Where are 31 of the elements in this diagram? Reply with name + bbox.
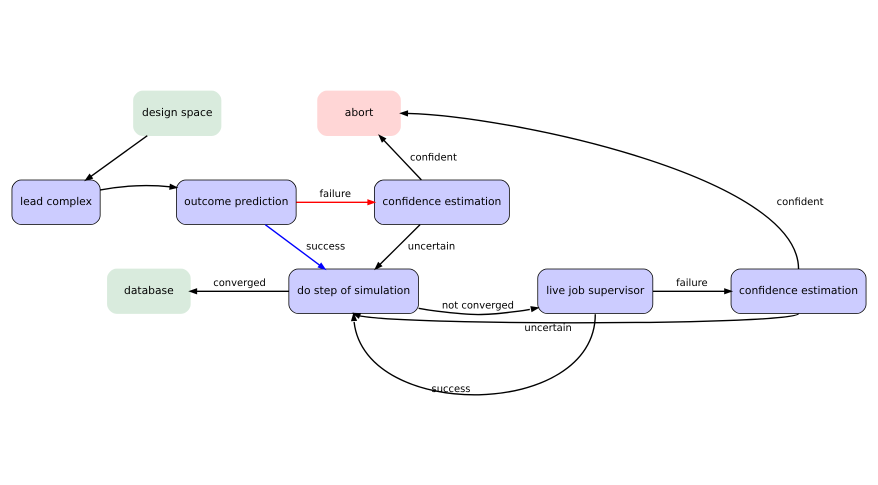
arrow — [399, 110, 800, 269]
edge-label: not converged — [442, 300, 514, 311]
arrow — [264, 224, 326, 270]
edge-label: uncertain — [408, 240, 456, 252]
edge-label: confident — [410, 152, 457, 163]
node-box: lead complex — [12, 179, 101, 224]
edge-label: converged — [213, 278, 266, 289]
arrow — [84, 134, 148, 181]
arrow — [188, 288, 289, 294]
node-box: outcome prediction — [176, 179, 297, 224]
arrow — [350, 312, 596, 395]
edge-label: uncertain — [524, 322, 572, 334]
node-box: design space — [133, 90, 222, 136]
arrow — [374, 224, 421, 270]
node-box: database — [107, 268, 191, 314]
edge-label: success — [306, 240, 346, 252]
arrow — [100, 183, 178, 190]
arrow — [418, 306, 540, 315]
edge-label: failure — [320, 188, 352, 200]
edge-label: failure — [676, 278, 708, 289]
node-box: abort — [317, 90, 401, 136]
node-box: do step of simulation — [288, 268, 419, 314]
arrow — [378, 134, 422, 180]
arrow — [296, 198, 376, 205]
node-box: live job supervisor — [537, 268, 654, 314]
node-box: confidence estimation — [730, 268, 866, 314]
edge-label: confident — [776, 196, 824, 208]
arrow — [352, 312, 799, 323]
arrow — [653, 288, 734, 294]
edge-label: success — [432, 384, 471, 395]
node-box: confidence estimation — [374, 179, 510, 224]
